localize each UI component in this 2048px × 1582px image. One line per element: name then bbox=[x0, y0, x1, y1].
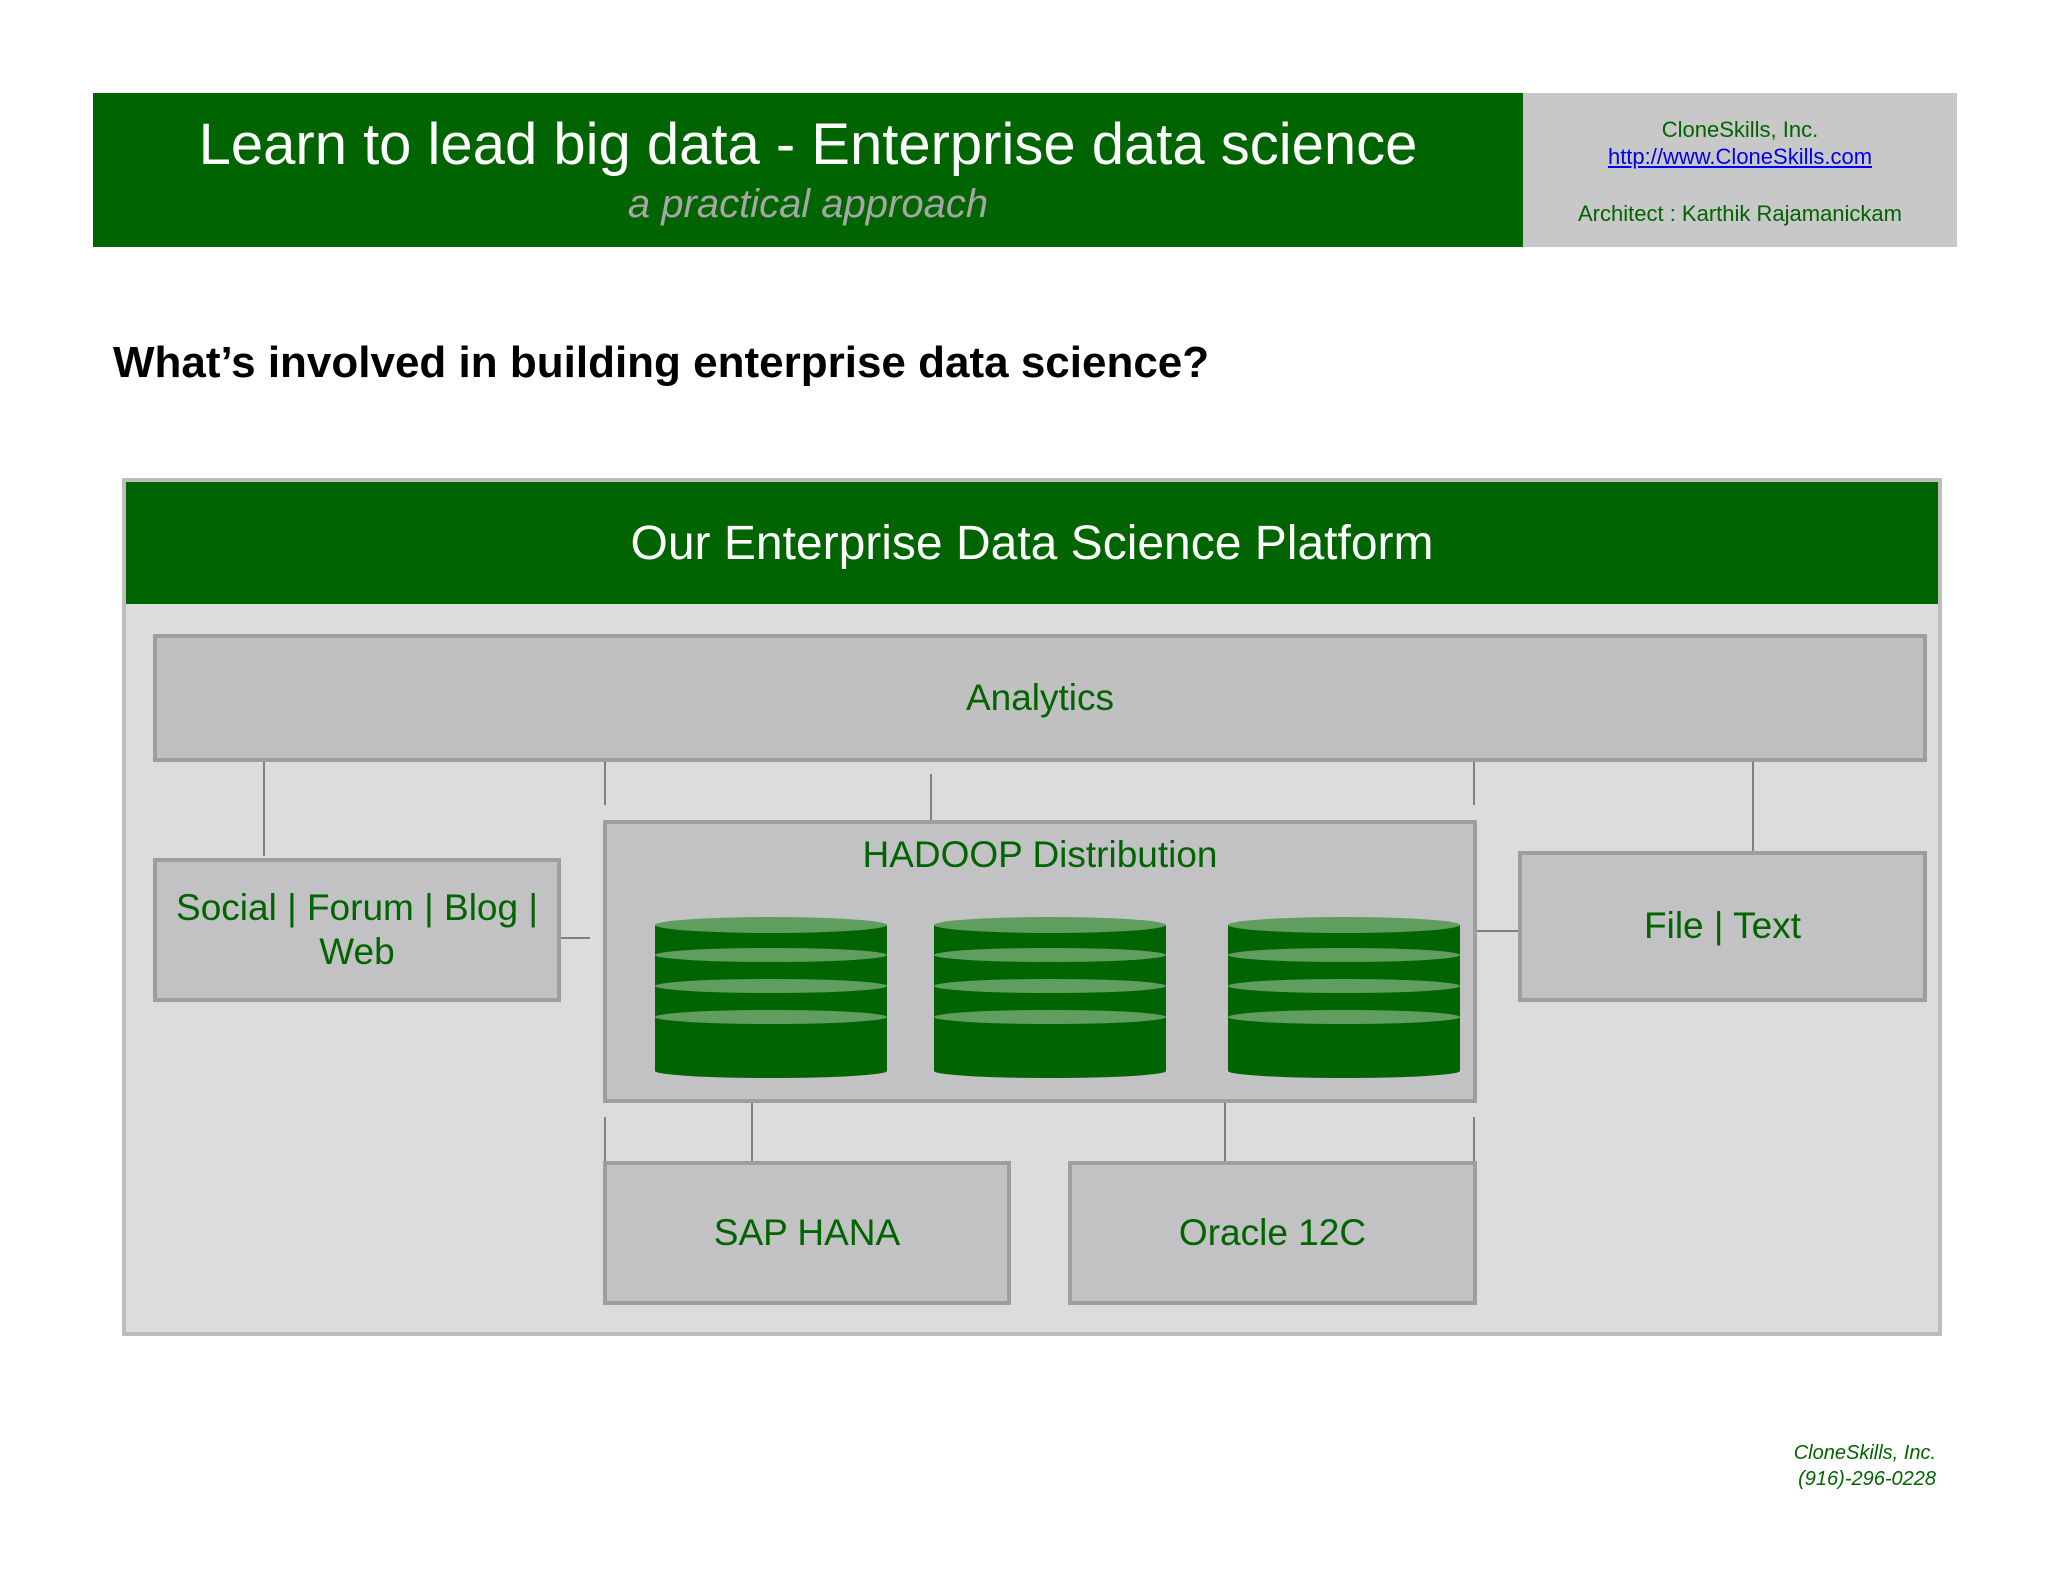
oracle-box: Oracle 12C bbox=[1068, 1161, 1477, 1305]
page-title: Learn to lead big data - Enterprise data… bbox=[198, 112, 1418, 177]
sap-hana-label: SAP HANA bbox=[713, 1211, 901, 1253]
database-icon bbox=[655, 917, 887, 1078]
page-subtitle: a practical approach bbox=[627, 182, 989, 226]
footer-contact: CloneSkills, Inc. (916)-296-0228 bbox=[1794, 1440, 1936, 1492]
file-text-label: File | Text bbox=[1644, 905, 1801, 947]
website-link[interactable]: http://www.CloneSkills.com bbox=[1607, 144, 1873, 169]
file-text-box: File | Text bbox=[1518, 851, 1927, 1002]
social-sources-box: Social | Forum | Blog | Web bbox=[153, 858, 561, 1002]
database-icon bbox=[934, 917, 1166, 1078]
oracle-label: Oracle 12C bbox=[1178, 1211, 1367, 1253]
social-sources-label-line1: Social | Forum | Blog | bbox=[176, 886, 538, 928]
footer-phone: (916)-296-0228 bbox=[1798, 1468, 1936, 1490]
social-sources-label-line2: Web bbox=[319, 931, 395, 972]
database-icon bbox=[1228, 917, 1460, 1078]
header-banner: Learn to lead big data - Enterprise data… bbox=[93, 93, 1523, 247]
section-question: What’s involved in building enterprise d… bbox=[113, 338, 1210, 387]
architect-credit: Architect : Karthik Rajamanickam bbox=[1578, 201, 1902, 226]
platform-title: Our Enterprise Data Science Platform bbox=[126, 482, 1938, 604]
hadoop-distribution-box: HADOOP Distribution bbox=[603, 820, 1477, 1103]
company-name: CloneSkills, Inc. bbox=[1661, 117, 1819, 142]
analytics-box: Analytics bbox=[153, 634, 1927, 762]
footer-company: CloneSkills, Inc. bbox=[1793, 1442, 1936, 1464]
hadoop-distribution-label: HADOOP Distribution bbox=[862, 834, 1218, 875]
header-info-panel: CloneSkills, Inc. http://www.CloneSkills… bbox=[1523, 93, 1957, 247]
analytics-label: Analytics bbox=[965, 676, 1115, 718]
database-cluster bbox=[655, 917, 1460, 1078]
sap-hana-box: SAP HANA bbox=[603, 1161, 1011, 1305]
